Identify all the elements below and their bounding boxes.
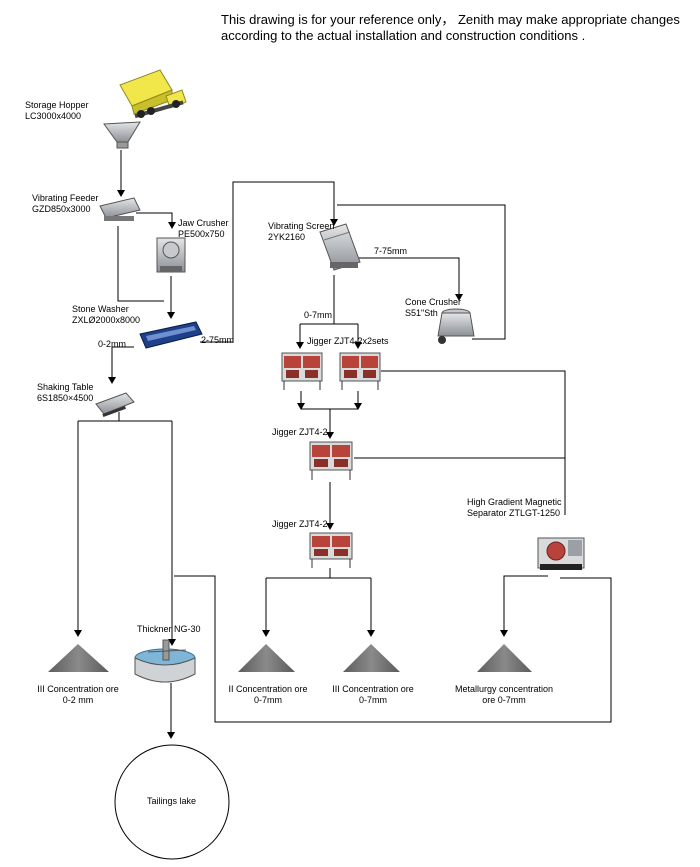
- flow-jigger-to-magnetic: [381, 370, 566, 515]
- dump-truck-icon: [119, 69, 187, 119]
- product-label-4: Metallurgy concentration ore 0-7mm: [454, 684, 554, 705]
- flow-washer-to-table: [108, 346, 134, 384]
- flow-label-7-75mm: 7-75mm: [374, 246, 408, 256]
- thickener-label: Thickner NG-30: [137, 624, 201, 634]
- jigger-3-icon: [309, 532, 353, 568]
- vibrating-screen-label: Vibrating Screen 2YK2160: [268, 221, 335, 242]
- flow-magnetic-to-ore: [500, 575, 548, 637]
- jigger-1b-icon: [339, 352, 381, 390]
- flow-magnetic-tailings: [174, 575, 612, 723]
- product-label-2: II Concentration ore 0-7mm: [228, 684, 308, 705]
- disclaimer-note: This drawing is for your reference only，…: [221, 12, 691, 44]
- ore-pile-3-icon: [343, 644, 400, 672]
- vibrating-feeder-icon: [99, 197, 141, 221]
- flow-feeder-to-jaw: [136, 212, 176, 229]
- storage-hopper-label: Storage Hopper LC3000x4000: [25, 100, 89, 121]
- flow-cone-return: [337, 204, 506, 340]
- jigger-2-icon: [309, 441, 353, 480]
- ore-pile-4-icon: [477, 644, 532, 672]
- cone-crusher-label: Cone Crusher S51"Sth: [405, 297, 462, 318]
- shaking-table-label: Shaking Table 6S1850×4500: [37, 382, 94, 403]
- jaw-crusher-label: Jaw Crusher PE500x750: [178, 218, 229, 239]
- ore-pile-2-icon: [238, 644, 295, 672]
- magnetic-separator-label: High Gradient Magnetic Separator ZTLGT-1…: [467, 497, 562, 518]
- magnetic-separator-icon: [537, 537, 585, 570]
- flow-label-2-75mm: 2-75mm: [201, 335, 235, 345]
- tailings-lake-label: Tailings lake: [147, 796, 197, 806]
- product-label-3: III Concentration ore 0-7mm: [332, 684, 414, 705]
- flow-feeder-to-washer: [117, 226, 164, 302]
- stone-washer-label: Stone Washer ZXLØ2000x8000: [72, 304, 141, 325]
- jigger-1a-icon: [281, 352, 323, 390]
- disclaimer-line-1: This drawing is for your reference only，…: [221, 12, 680, 27]
- flow-lines: [74, 150, 612, 739]
- disclaimer-line-2: according to the actual installation and…: [221, 28, 586, 43]
- vibrating-feeder-label: Vibrating Feeder GZD850x3000: [32, 193, 99, 214]
- cone-crusher-icon: [437, 308, 475, 344]
- ore-pile-1-icon: [48, 644, 109, 672]
- storage-hopper-icon: [103, 121, 141, 149]
- vibrating-screen-icon: [319, 223, 361, 271]
- product-label-1: III Concentration ore 0-2 mm: [37, 684, 119, 705]
- flow-label-0-2mm: 0-2mm: [98, 339, 127, 349]
- tailings-lake-shape: [114, 744, 230, 860]
- flow-washer-to-screen: [200, 181, 338, 343]
- jigger-3-label: Jigger ZJT4-2: [272, 519, 328, 529]
- jigger-2-label: Jigger ZJT4-2: [272, 427, 328, 437]
- jigger-1-label: Jigger ZJT4-2x2sets: [307, 336, 389, 346]
- jaw-crusher-icon: [156, 237, 186, 273]
- thickener-icon: [134, 639, 196, 683]
- flow-label-0-7mm: 0-7mm: [304, 310, 333, 320]
- stone-washer-icon: [139, 321, 203, 349]
- shaking-table-icon: [95, 392, 135, 417]
- flow-screen-to-cone: [355, 257, 463, 301]
